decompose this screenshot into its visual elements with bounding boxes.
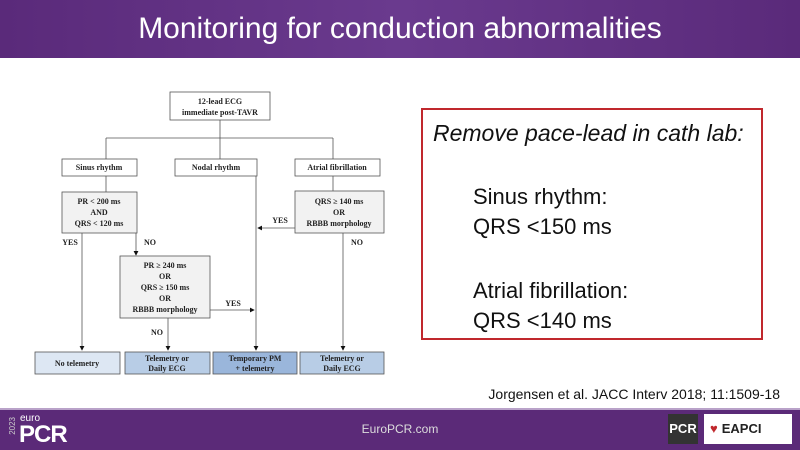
outcome-text: Temporary PM [229,354,282,363]
criteria-text: PR ≥ 240 ms [144,261,187,270]
outcome-text: No telemetry [55,359,99,368]
outcome-text: Telemetry or [145,354,189,363]
second-criteria-box [119,255,211,319]
yes-label: YES [62,238,78,247]
sinus-label: Sinus rhythm: [473,184,608,209]
nodal-box [174,158,258,177]
outcome-text: + telemetry [236,364,275,373]
pace-lead-panel: Remove pace-lead in cath lab: Sinus rhyt… [421,108,763,340]
site-link[interactable]: EuroPCR.com [361,422,439,436]
no-label: NO [151,328,163,337]
branch-label: Sinus rhythm [76,163,123,172]
start-text: 12-lead ECG [198,97,242,106]
criteria-text: PR < 200 ms [78,197,121,206]
af-label: Atrial fibrillation: [473,278,629,303]
footer: 2023 euro PCR EuroPCR.com PCR ♥EAPCI [0,408,800,450]
criteria-text: AND [90,208,108,217]
no-label: NO [144,238,156,247]
outcome-text: Telemetry or [320,354,364,363]
af-value: QRS <140 ms [473,308,612,333]
criteria-text: OR [333,208,345,217]
criteria-text: OR [159,294,171,303]
sinus-criteria-box [61,191,138,234]
yes-label: YES [272,216,288,225]
criteria-text: QRS ≥ 150 ms [141,283,190,292]
heart-icon: ♥ [710,421,718,436]
slide-title: Monitoring for conduction abnormalities [0,0,800,58]
af-criteria-box [294,190,385,234]
no-label: NO [351,238,363,247]
yes-label: YES [225,299,241,308]
outcome-telemetry-2 [299,351,385,375]
criteria-text: RBBB morphology [132,305,197,314]
start-text: immediate post-TAVR [182,108,258,117]
criteria-text: QRS ≥ 140 ms [315,197,364,206]
start-box [169,91,271,121]
criteria-text: RBBB morphology [306,219,371,228]
citation: Jorgensen et al. JACC Interv 2018; 11:15… [488,386,780,402]
branch-label: Nodal rhythm [192,163,241,172]
sinus-box [61,158,138,177]
sinus-value: QRS <150 ms [473,214,612,239]
eapci-logo: ♥EAPCI [704,414,792,444]
pcr-logo: PCR [668,414,698,444]
panel-title: Remove pace-lead in cath lab: [433,120,744,146]
af-box [294,158,381,177]
branch-label: Atrial fibrillation [307,163,367,172]
criteria-text: QRS < 120 ms [75,219,124,228]
outcome-text: Daily ECG [323,364,361,373]
outcome-temporary-pm [212,351,298,375]
flowchart: 12-lead ECG immediate post-TAVR Sinus rh… [34,91,385,375]
outcome-no-telemetry [34,351,121,375]
criteria-text: OR [159,272,171,281]
outcome-telemetry-1 [124,351,211,375]
outcome-text: Daily ECG [148,364,186,373]
